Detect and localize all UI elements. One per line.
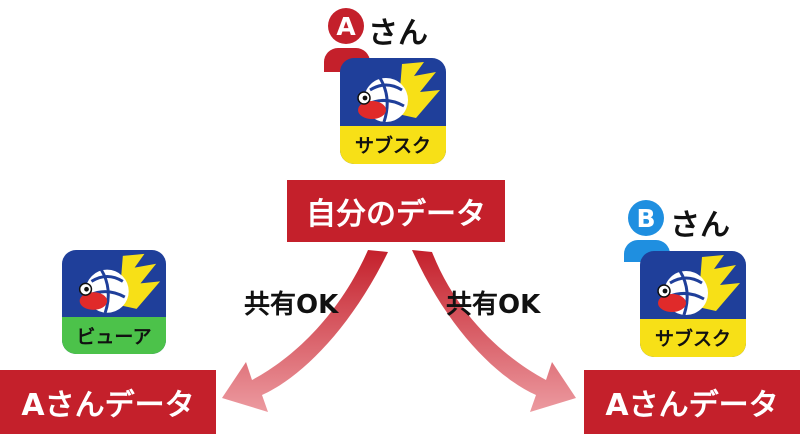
share-ok-left-label: 共有OK: [244, 290, 339, 320]
app-band-viewer: ビューア: [62, 316, 166, 354]
app-band-top: サブスク: [340, 125, 446, 164]
arrow-right: [412, 250, 576, 412]
left-data-box: Aさんデータ: [0, 370, 216, 434]
right-data-box: Aさんデータ: [584, 370, 800, 434]
share-ok-right-label: 共有OK: [446, 290, 541, 320]
app-icon-viewer: ビューア: [62, 250, 166, 354]
own-data-box: 自分のデータ: [287, 180, 505, 242]
user-a: A さん: [318, 4, 448, 72]
user-a-badge: A: [328, 8, 364, 44]
app-icon-subscription-top: サブスク: [340, 58, 446, 164]
mascot-icon: [78, 253, 161, 314]
arrow-left: [222, 250, 388, 412]
app-band-right: サブスク: [640, 318, 746, 357]
user-a-suffix: さん: [368, 16, 428, 51]
mascot-icon: [657, 255, 740, 316]
mascot-icon: [357, 62, 440, 123]
user-b-suffix: さん: [670, 208, 730, 243]
app-icon-subscription-right: サブスク: [640, 251, 746, 357]
user-b-badge: B: [628, 200, 664, 236]
